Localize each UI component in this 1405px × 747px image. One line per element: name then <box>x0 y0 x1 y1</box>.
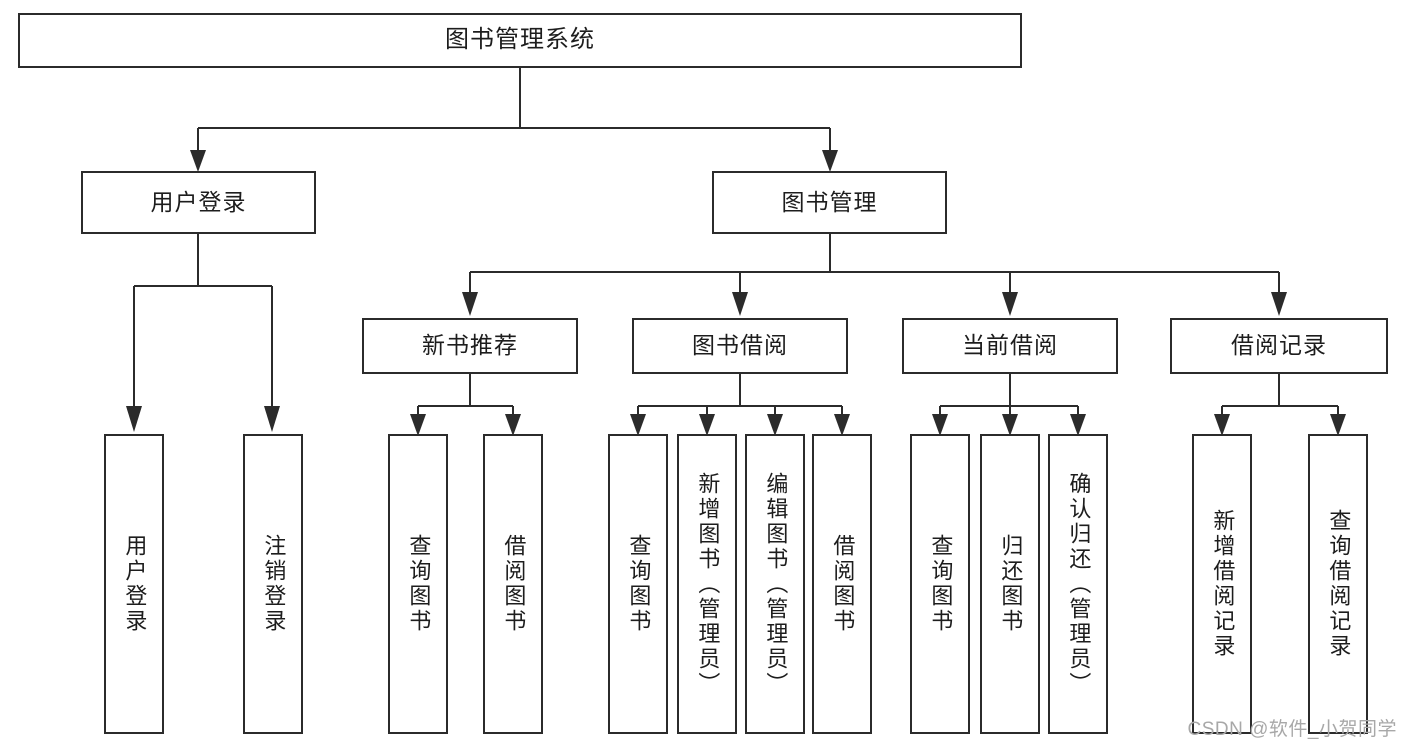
node-leaf-edit-book-admin-label: 编辑图书（管理员） <box>763 471 789 697</box>
node-borrow-record-label: 借阅记录 <box>1231 332 1327 359</box>
node-leaf-query-book-borrow-label: 查询图书 <box>626 534 652 634</box>
node-leaf-edit-book-admin[interactable]: 编辑图书（管理员） <box>745 434 805 734</box>
node-leaf-query-book-recommend[interactable]: 查询图书 <box>388 434 448 734</box>
node-leaf-query-borrow-record[interactable]: 查询借阅记录 <box>1308 434 1368 734</box>
arrow-borrow-l1 <box>630 414 646 436</box>
arrow-record-l2 <box>1330 414 1346 436</box>
node-user-login[interactable]: 用户登录 <box>81 171 316 234</box>
node-root-system[interactable]: 图书管理系统 <box>18 13 1022 68</box>
arrow-borrow-l2 <box>699 414 715 436</box>
arrow-bookmgmt-c4 <box>1271 292 1287 316</box>
arrow-borrow-l3 <box>767 414 783 436</box>
node-leaf-logout-label: 注销登录 <box>261 534 287 634</box>
node-root-label: 图书管理系统 <box>445 26 595 54</box>
node-leaf-query-book-current-label: 查询图书 <box>928 534 954 634</box>
arrow-newbook-l2 <box>505 414 521 436</box>
arrow-bookmgmt-c1 <box>462 292 478 316</box>
node-leaf-borrow-book-label: 借阅图书 <box>830 534 856 634</box>
node-leaf-logout[interactable]: 注销登录 <box>243 434 303 734</box>
node-current-borrow-label: 当前借阅 <box>962 332 1058 359</box>
node-leaf-add-book-admin-label: 新增图书（管理员） <box>695 471 721 697</box>
node-leaf-user-login[interactable]: 用户登录 <box>104 434 164 734</box>
node-leaf-add-borrow-record[interactable]: 新增借阅记录 <box>1192 434 1252 734</box>
node-leaf-borrow-book-recommend[interactable]: 借阅图书 <box>483 434 543 734</box>
node-leaf-borrow-book-recommend-label: 借阅图书 <box>501 534 527 634</box>
node-leaf-return-book-label: 归还图书 <box>998 534 1024 634</box>
node-book-management[interactable]: 图书管理 <box>712 171 947 234</box>
arrow-current-l3 <box>1070 414 1086 436</box>
node-book-borrow[interactable]: 图书借阅 <box>632 318 848 374</box>
node-new-book-recommend[interactable]: 新书推荐 <box>362 318 578 374</box>
arrow-newbook-l1 <box>410 414 426 436</box>
arrow-borrow-l4 <box>834 414 850 436</box>
node-leaf-borrow-book[interactable]: 借阅图书 <box>812 434 872 734</box>
node-leaf-add-borrow-record-label: 新增借阅记录 <box>1210 509 1236 659</box>
node-user-login-label: 用户登录 <box>150 188 247 215</box>
node-leaf-query-book-recommend-label: 查询图书 <box>406 534 432 634</box>
arrow-current-l2 <box>1002 414 1018 436</box>
node-leaf-query-book-current[interactable]: 查询图书 <box>910 434 970 734</box>
node-leaf-add-book-admin[interactable]: 新增图书（管理员） <box>677 434 737 734</box>
node-leaf-user-login-label: 用户登录 <box>122 534 148 634</box>
arrow-record-l1 <box>1214 414 1230 436</box>
arrow-bookmgmt-c2 <box>732 292 748 316</box>
node-current-borrow[interactable]: 当前借阅 <box>902 318 1118 374</box>
arrow-current-l1 <box>932 414 948 436</box>
node-new-book-recommend-label: 新书推荐 <box>422 332 518 359</box>
node-leaf-confirm-return-admin-label: 确认归还（管理员） <box>1066 471 1092 697</box>
arrow-userlogin-leaf2 <box>264 406 280 432</box>
arrow-bookmgmt-c3 <box>1002 292 1018 316</box>
node-leaf-return-book[interactable]: 归还图书 <box>980 434 1040 734</box>
arrow-root-to-user-login <box>190 150 206 172</box>
watermark-text: CSDN @软件_小贺同学 <box>1187 719 1397 740</box>
arrow-userlogin-leaf1 <box>126 406 142 432</box>
arrow-root-to-book-mgmt <box>822 150 838 172</box>
node-leaf-confirm-return-admin[interactable]: 确认归还（管理员） <box>1048 434 1108 734</box>
node-book-management-label: 图书管理 <box>781 188 878 215</box>
node-borrow-record[interactable]: 借阅记录 <box>1170 318 1388 374</box>
node-book-borrow-label: 图书借阅 <box>692 332 788 359</box>
node-leaf-query-borrow-record-label: 查询借阅记录 <box>1326 509 1352 659</box>
node-leaf-query-book-borrow[interactable]: 查询图书 <box>608 434 668 734</box>
